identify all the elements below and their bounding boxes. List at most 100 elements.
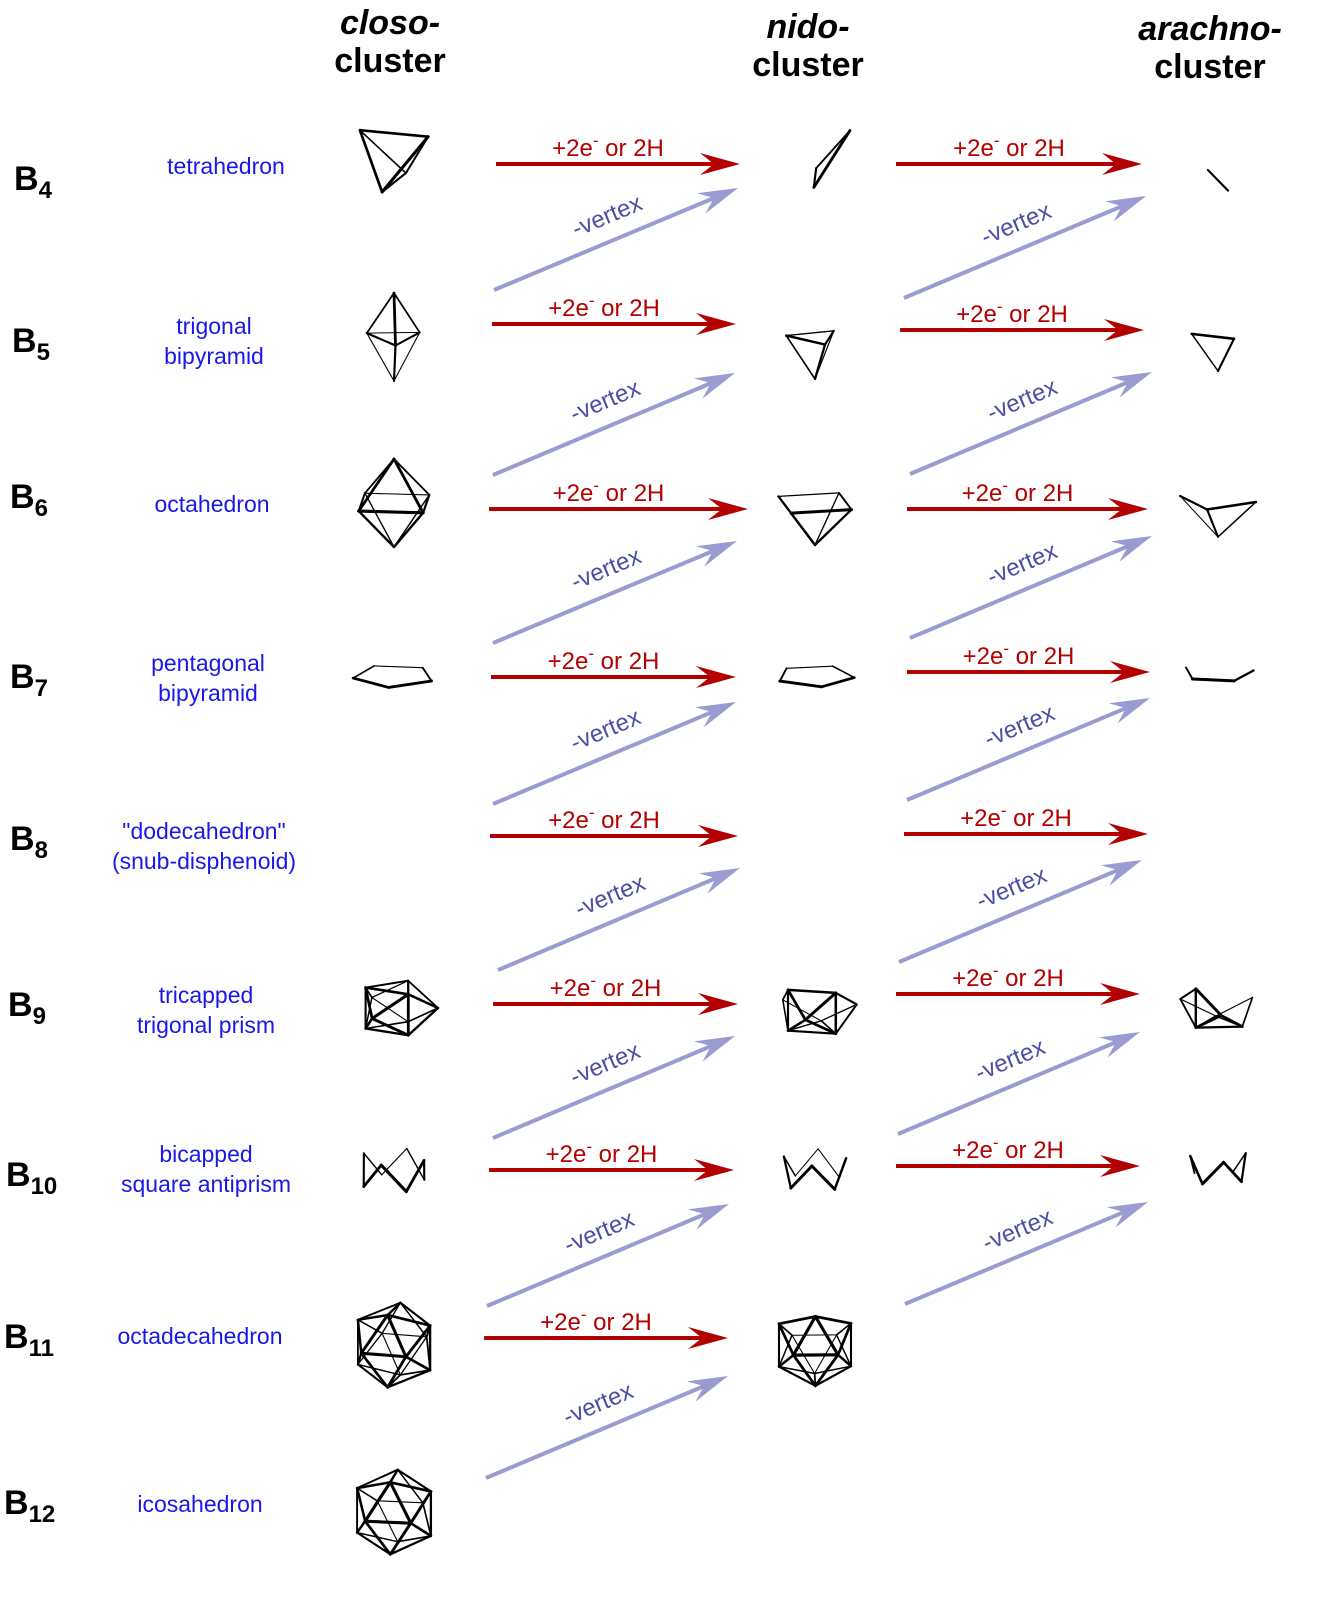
polyhedron-edge (407, 1007, 439, 1023)
add-electrons-label: +2e- or 2H (546, 1137, 658, 1168)
arachno-polyhedron (1206, 168, 1230, 192)
polyhedron-edge (399, 1301, 428, 1338)
boron-symbol: B (14, 160, 39, 198)
arrow-shaft (492, 710, 713, 806)
arachno-header: arachno- cluster (1110, 10, 1310, 86)
remove-vertex-arrow (906, 698, 1150, 802)
polyhedron-edge (783, 1155, 797, 1177)
arrow-head (1110, 661, 1150, 683)
boron-label-b6: B6 (10, 478, 48, 523)
polyhedron-edge (362, 1163, 383, 1188)
shape-name-line: tricapped (158, 982, 254, 1008)
arrow-head (688, 1327, 728, 1349)
polyhedron-edge (399, 1336, 428, 1376)
boron-label-b9: B9 (8, 986, 46, 1031)
polyhedron-edge (813, 1353, 840, 1388)
polyhedron-edge (386, 1369, 432, 1389)
boron-label-b8: B8 (10, 820, 48, 865)
remove-vertex-arrow (904, 1202, 1148, 1306)
closo-polyhedron (357, 457, 431, 549)
shape-name-line: trigonal prism (136, 1012, 276, 1038)
arrow-shaft (485, 1384, 705, 1480)
polyhedron-edge (357, 1363, 402, 1376)
polyhedron-edge (407, 993, 440, 1010)
shape-name-line: bipyramid (158, 680, 258, 706)
arrow-head (694, 1159, 734, 1181)
boron-count: 10 (30, 1173, 58, 1200)
polyhedron-edge (387, 679, 433, 689)
boron-label-b12: B12 (4, 1484, 55, 1529)
add-electrons-label: +2e- or 2H (553, 476, 665, 507)
arrow-head (1100, 860, 1142, 886)
polyhedron-edge (358, 128, 430, 138)
arrow-head (1100, 983, 1140, 1005)
arrow-head (698, 825, 738, 847)
polyhedron-edge (356, 1352, 363, 1366)
polyhedron-edge (365, 292, 395, 334)
remove-vertex-arrow (897, 1032, 1140, 1136)
boron-count: 9 (32, 1003, 46, 1030)
polyhedron-edge (835, 1334, 852, 1367)
polyhedron-edge (421, 666, 433, 682)
polyhedron-edge (364, 979, 410, 989)
arrow-head (1100, 1155, 1140, 1177)
polyhedron-edge (404, 1355, 432, 1372)
add-electrons-arrow (484, 1327, 728, 1349)
polyhedron-edge (386, 1301, 402, 1317)
polyhedron-edge (835, 1322, 852, 1336)
polyhedron-edge (784, 334, 827, 346)
shape-name-line: bipyramid (164, 343, 264, 369)
add-electrons-arrow (907, 498, 1148, 520)
polyhedron-edge (357, 509, 396, 549)
polyhedron-edge (356, 1313, 389, 1322)
polyhedron-edge (782, 999, 789, 1032)
polyhedron-edge (404, 1324, 432, 1359)
boron-count: 12 (28, 1501, 56, 1528)
arrow-shaft (492, 549, 714, 645)
remove-vertex-arrow (493, 188, 738, 292)
polyhedron-edge (364, 1027, 410, 1037)
add-electrons-label: +2e- or 2H (952, 1133, 1064, 1164)
arrow-head (693, 373, 735, 399)
nido-polyhedron (812, 129, 852, 189)
remove-vertex-arrow (492, 702, 736, 806)
arrow-shaft (497, 876, 717, 972)
nido-suffix: cluster (752, 46, 864, 84)
shape-name-b6: octahedron (82, 489, 342, 519)
polyhedron-edge (371, 996, 409, 1023)
add-electrons-arrow (496, 153, 740, 175)
add-electrons-label: +2e- or 2H (548, 803, 660, 834)
polyhedron-edge (1240, 1151, 1247, 1183)
polyhedron-edge (386, 1313, 432, 1327)
polyhedron-edge (785, 334, 816, 380)
polyhedron-edge (810, 1164, 837, 1191)
polyhedron-edge (833, 1157, 848, 1191)
add-electrons-label: +2e- or 2H (960, 801, 1072, 832)
polyhedron-edge (781, 989, 789, 1001)
remove-vertex-arrow (485, 1376, 728, 1480)
nido-polyhedron (777, 1314, 853, 1388)
remove-vertex-arrow (903, 196, 1146, 300)
polyhedron-edge (399, 1301, 432, 1327)
boron-count: 11 (28, 1335, 54, 1362)
polyhedron-edge (359, 129, 407, 174)
arrow-head (687, 1204, 729, 1230)
add-electrons-arrow (490, 825, 738, 847)
polyhedron-edge (1215, 996, 1253, 1017)
polyhedron-edge (396, 1468, 424, 1504)
polyhedron-edge (789, 508, 854, 515)
polyhedron-edge (1190, 677, 1236, 683)
polyhedron-edge (425, 1335, 431, 1372)
polyhedron-edge (1217, 501, 1257, 538)
polyhedron-edge (1185, 666, 1194, 680)
boron-count: 8 (34, 837, 48, 864)
polyhedron-edge (359, 1351, 389, 1389)
polyhedron-edge (1205, 500, 1258, 511)
shape-name-b12: icosahedron (70, 1489, 330, 1519)
arrow-shaft (492, 381, 712, 477)
arrow-head (1110, 536, 1152, 562)
boron-label-b7: B7 (10, 658, 48, 703)
polyhedron-edge (838, 491, 853, 511)
